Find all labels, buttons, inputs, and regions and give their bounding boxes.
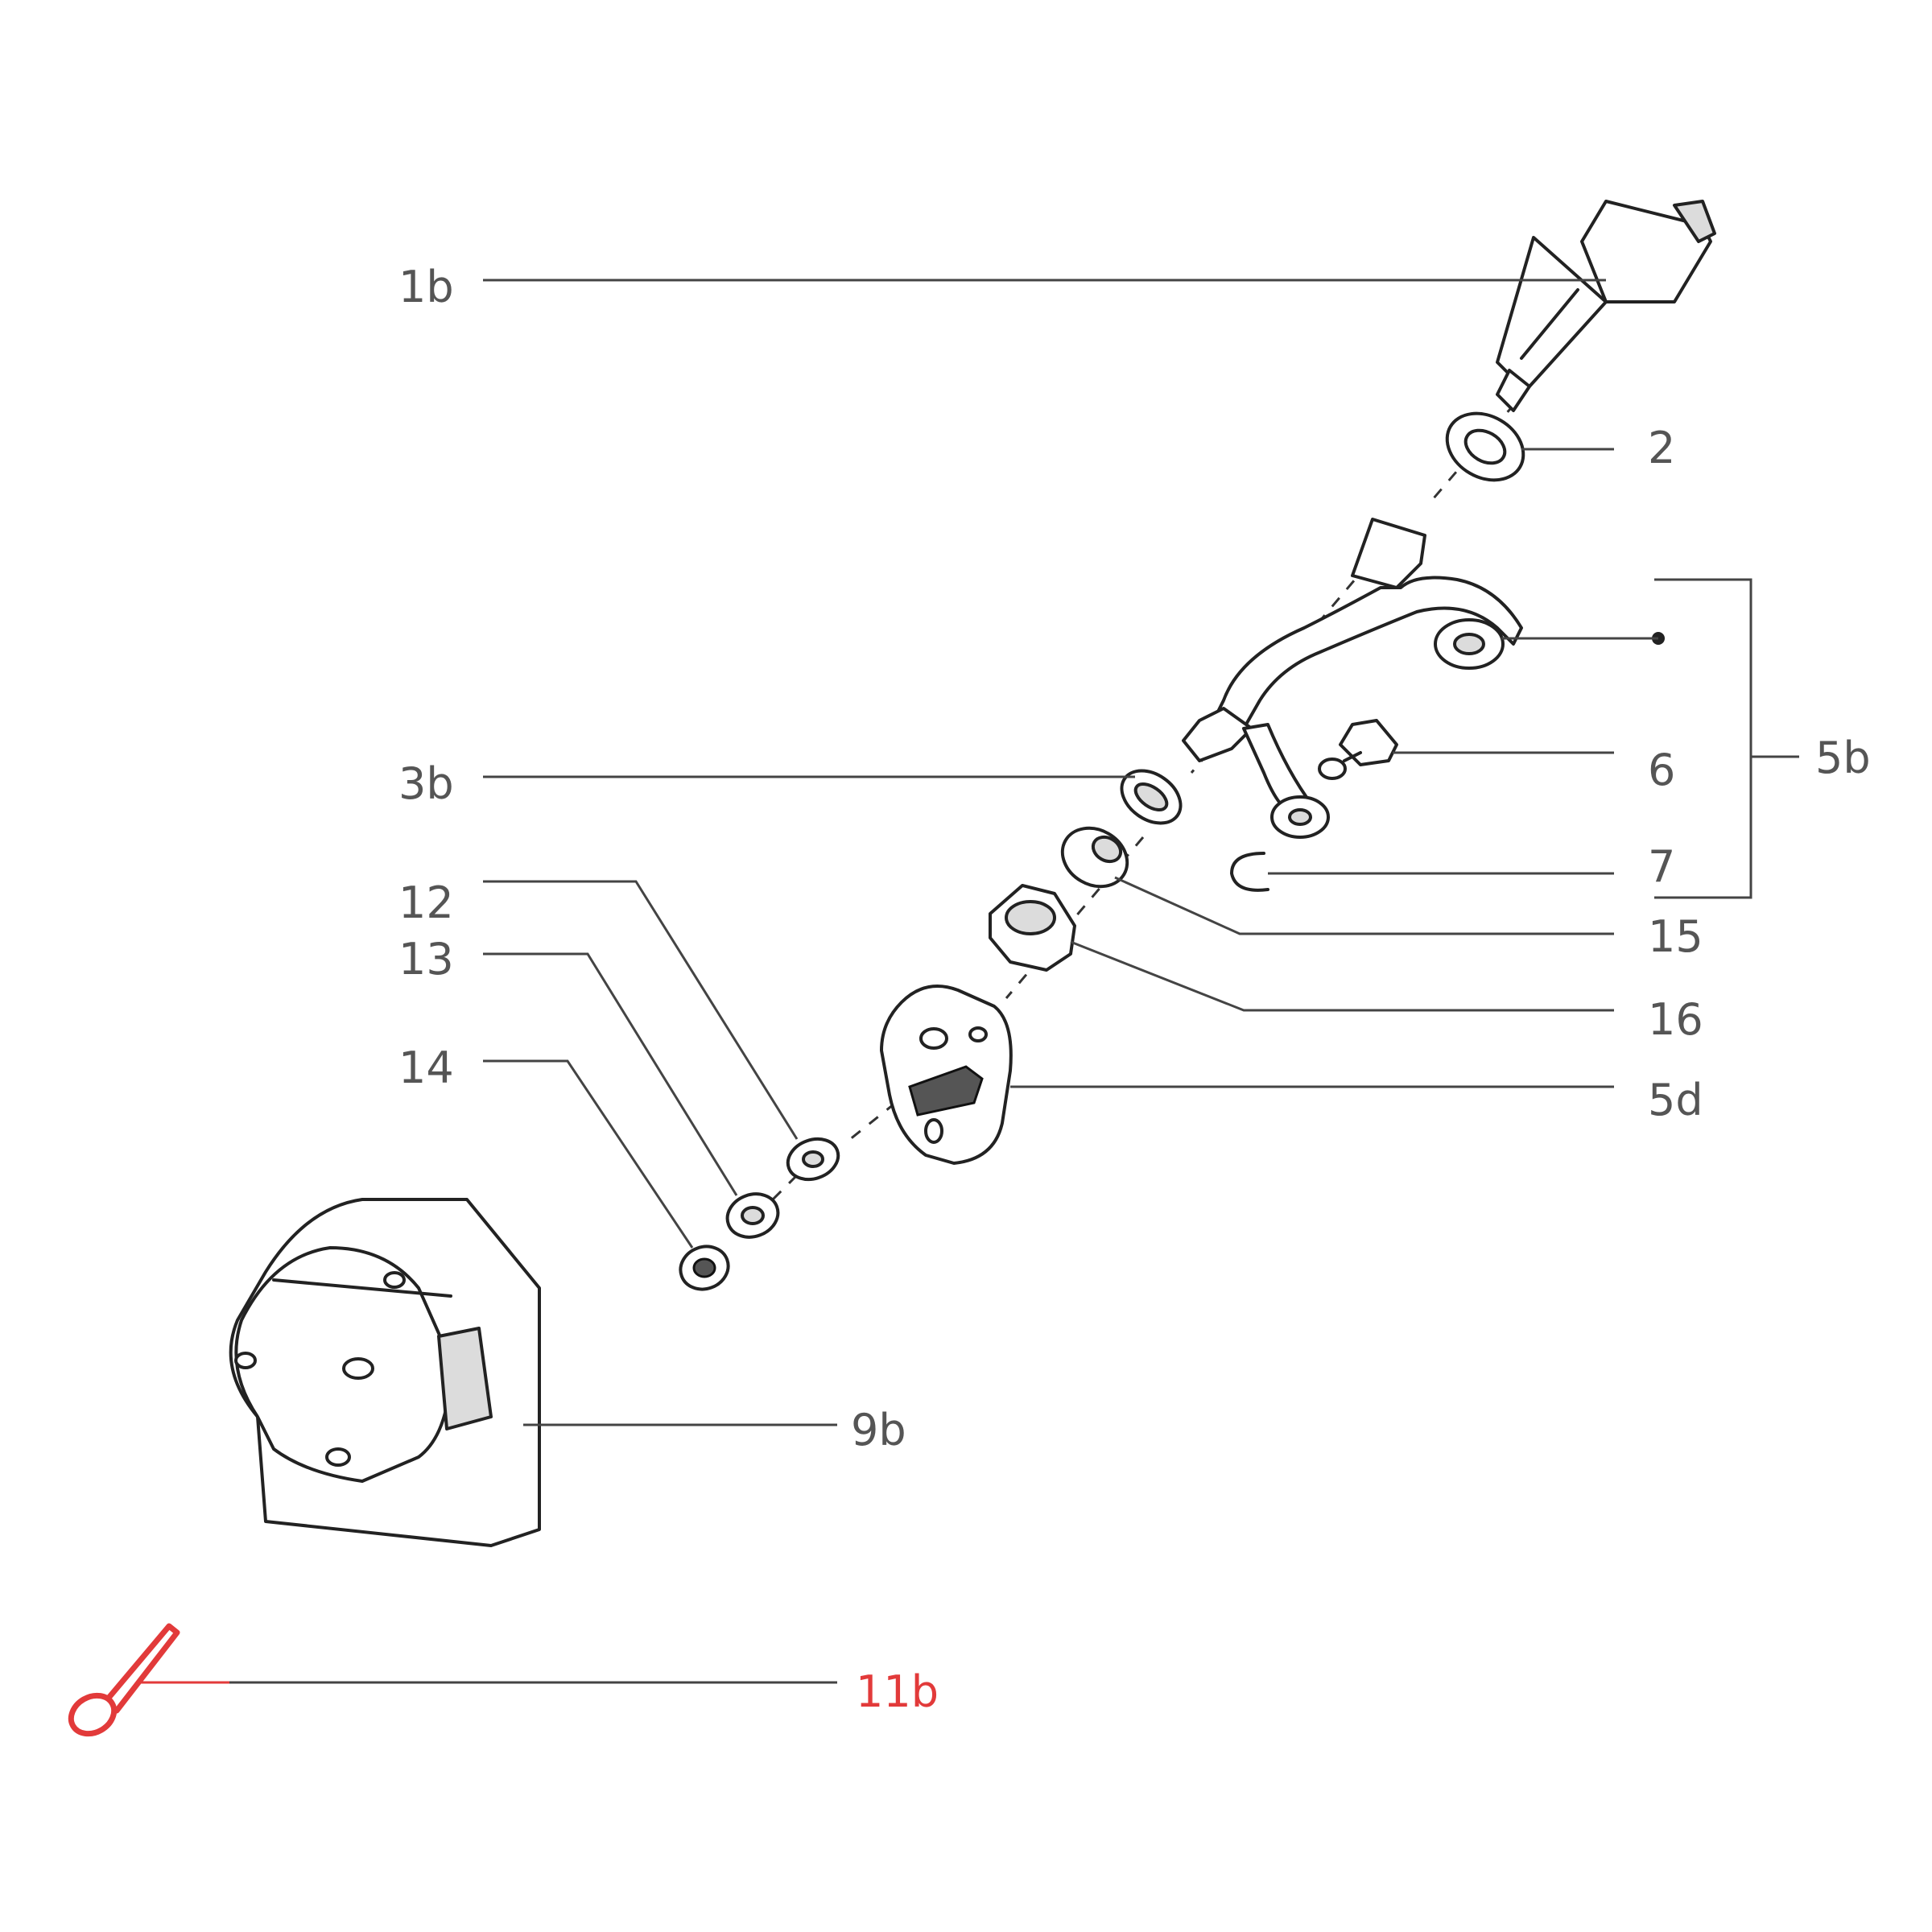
label-7: 7 (1648, 841, 1675, 892)
part-1b-shaft[interactable] (1496, 200, 1716, 412)
part-5d-gate-plate[interactable] (880, 985, 1013, 1165)
label-15: 15 (1648, 911, 1703, 962)
part-16-collar[interactable] (989, 884, 1076, 972)
part-11b-bolt[interactable] (64, 1623, 180, 1741)
label-6: 6 (1648, 745, 1675, 795)
leader-16 (1070, 940, 1614, 1012)
label-1b: 1b (398, 262, 454, 312)
label-13: 13 (398, 934, 454, 985)
label-14: 14 (398, 1042, 454, 1093)
part-15-bushing[interactable] (1052, 817, 1138, 898)
label-5b: 5b (1815, 733, 1871, 783)
part-14-nut[interactable] (675, 1240, 734, 1295)
label-2: 2 (1648, 423, 1675, 473)
part-12-washer[interactable] (782, 1133, 844, 1187)
label-12: 12 (398, 877, 454, 928)
leader-13 (483, 952, 738, 1196)
leader-15 (1114, 876, 1614, 935)
group-bracket-5b (1654, 578, 1799, 899)
part-2-washer[interactable] (1435, 400, 1536, 493)
part-5b-shift-fork[interactable] (1182, 518, 1523, 839)
part-6-pin[interactable] (1318, 719, 1398, 780)
label-11b: 11b (856, 1666, 939, 1717)
leader-14 (483, 1059, 694, 1249)
part-7-circlip[interactable] (1230, 852, 1269, 892)
part-13-washer[interactable] (721, 1187, 784, 1245)
label-5d: 5d (1648, 1075, 1703, 1125)
label-3b: 3b (398, 758, 454, 809)
part-3b-ring[interactable] (1112, 760, 1191, 834)
leader-12 (483, 880, 799, 1140)
part-9b-housing-cover[interactable] (229, 1198, 541, 1547)
label-9b: 9b (851, 1405, 906, 1455)
label-16: 16 (1648, 994, 1703, 1045)
